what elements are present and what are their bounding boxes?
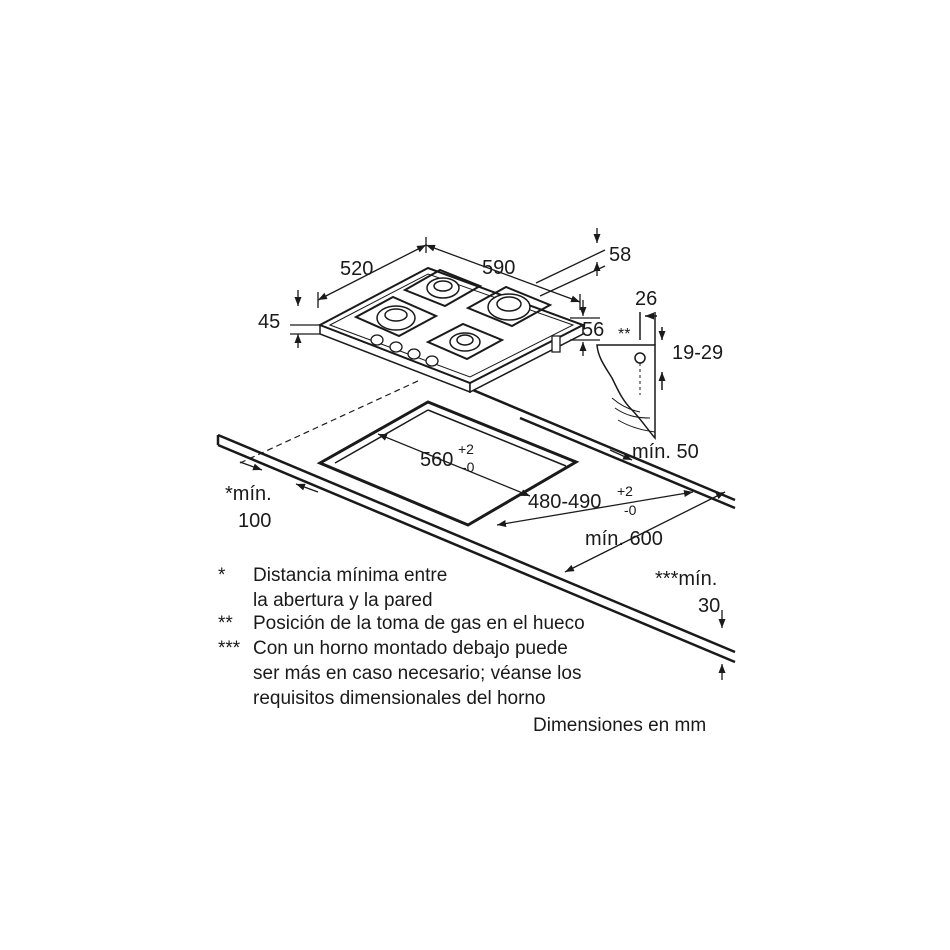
pan-support — [425, 322, 505, 361]
note-2-marker: ** — [218, 613, 233, 634]
units-note: Dimensiones en mm — [533, 715, 707, 736]
wall-guide-dashed — [239, 379, 421, 464]
knob — [389, 341, 403, 353]
dim-min-30-line1: ***mín. — [655, 568, 717, 590]
countertop — [216, 370, 736, 664]
gas-connector — [551, 335, 561, 353]
section-hatch — [611, 397, 656, 433]
burner-crown — [384, 308, 408, 322]
dim-cutout-depth-tol-minus: -0 — [624, 502, 637, 518]
note-3-line-3: requisitos dimensionales del horno — [253, 688, 546, 709]
dim-min-600: mín. 600 — [585, 528, 663, 550]
dim-cutout-depth-tol-plus: +2 — [617, 483, 633, 499]
countertop-left-edge — [217, 433, 736, 654]
knob — [407, 348, 421, 360]
gas-inlet-marker — [634, 352, 646, 364]
burner-left — [353, 295, 439, 338]
note-1-marker: * — [218, 565, 226, 586]
dim-gas-range: 19-29 — [672, 342, 723, 364]
countertop-back-edge — [429, 370, 736, 502]
knob — [425, 355, 439, 367]
note-3-line-2: ser más en caso necesario; véanse los — [253, 663, 582, 684]
burner-crown — [433, 280, 453, 292]
dim-depth: 520 — [340, 258, 373, 280]
note-2-line-1: Posición de la toma de gas en el hueco — [253, 613, 585, 634]
burner-front — [425, 322, 505, 361]
note-1-line-1: Distancia mínima entre — [253, 565, 448, 586]
pan-support — [353, 295, 439, 338]
burner-crown — [456, 334, 474, 346]
gas-marker: ** — [618, 326, 630, 343]
countertop-left-edge-lower — [217, 443, 736, 664]
burner-crown — [496, 296, 522, 312]
dimension-lines — [239, 228, 726, 680]
dim-gas-offset: 26 — [635, 288, 657, 310]
gas-detail-section — [596, 312, 666, 440]
dim-top-right: 58 — [609, 244, 631, 266]
section-profile — [596, 344, 656, 440]
dim-min-100-line1: *mín. — [225, 483, 272, 505]
note-1-line-2: la abertura y la pared — [253, 590, 433, 611]
dim-min-50: mín. 50 — [632, 441, 699, 463]
dim-height-right: 56 — [582, 319, 604, 341]
note-3-line-1: Con un horno montado debajo puede — [253, 638, 568, 659]
dim-height-left: 45 — [258, 311, 280, 333]
hob — [317, 266, 586, 394]
dim-min-30-line2: 30 — [698, 595, 720, 617]
dim-cutout-width-tol-minus: -0 — [462, 459, 475, 475]
dim-min-100-line2: 100 — [238, 510, 271, 532]
knob — [370, 334, 384, 346]
dim-width: 590 — [482, 257, 515, 279]
dim-cutout-width: 560 — [420, 449, 453, 471]
dim-cutout-depth: 480-490 — [528, 491, 601, 513]
note-3-marker: *** — [218, 638, 241, 659]
dim-cutout-width-tol-plus: +2 — [458, 441, 474, 457]
control-knobs — [370, 334, 439, 367]
dimension-labels: 520 590 58 56 45 26 19-29 ** 560 +2 -0 4… — [225, 244, 723, 617]
